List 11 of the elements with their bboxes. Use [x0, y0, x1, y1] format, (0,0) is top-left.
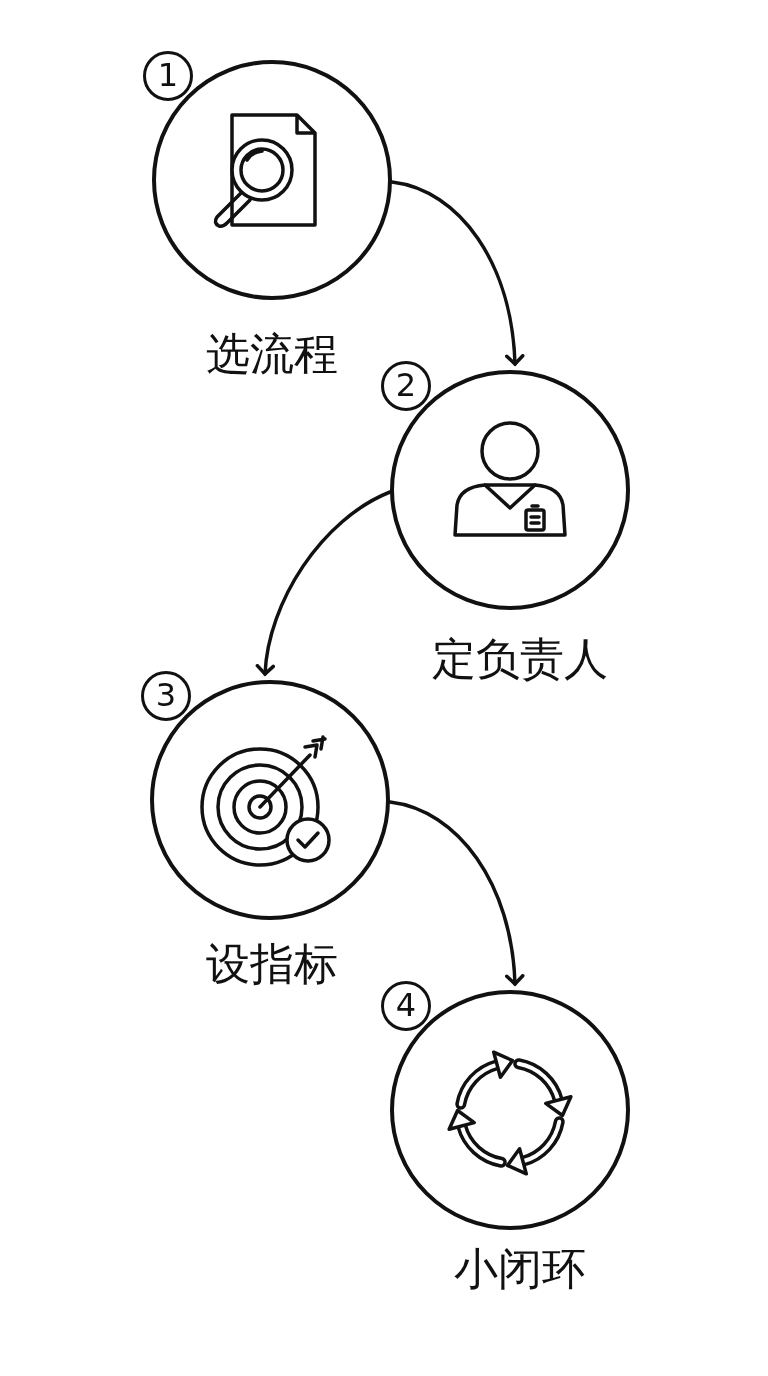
step-number: 4	[381, 981, 431, 1031]
step-label: 设指标	[206, 937, 338, 991]
step-label: 选流程	[206, 327, 338, 381]
step-number: 1	[143, 51, 193, 101]
curved-arrow	[256, 490, 392, 676]
step-number: 3	[141, 671, 191, 721]
step-number: 2	[381, 361, 431, 411]
step-label: 小闭环	[454, 1242, 586, 1296]
step-label: 定负责人	[432, 632, 608, 686]
curved-arrow	[390, 180, 525, 366]
curved-arrow	[388, 800, 525, 986]
